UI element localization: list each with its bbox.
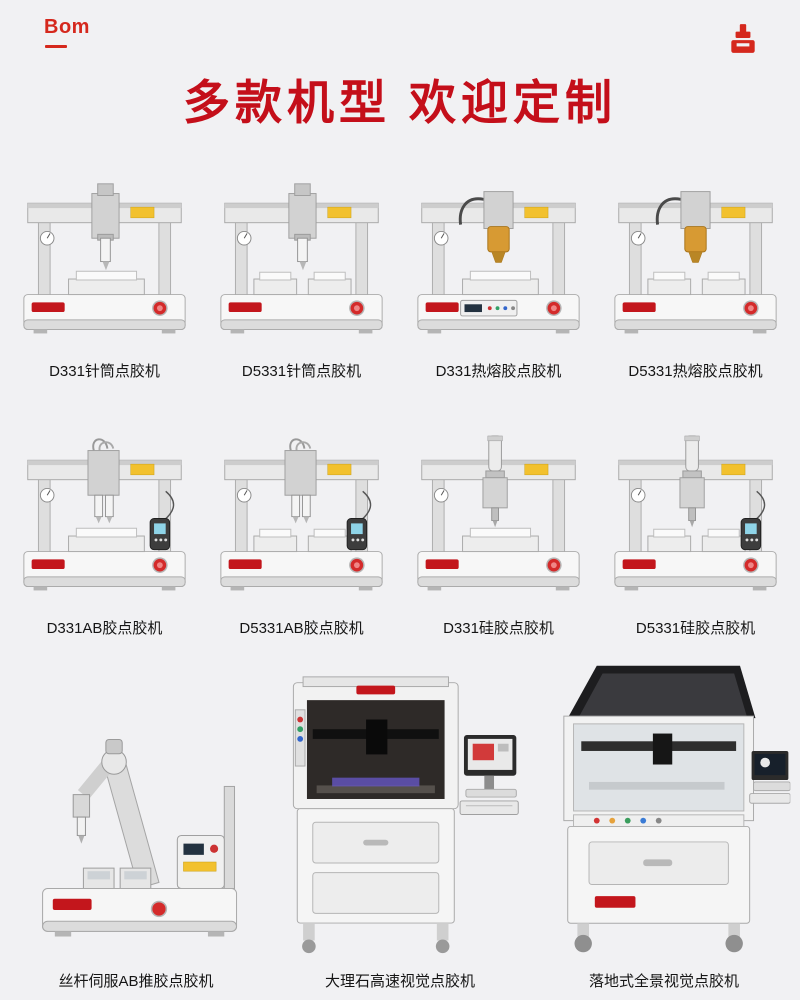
machine-illustration [12, 435, 197, 605]
product-name: 大理石高速视觉点胶机 [324, 973, 475, 990]
machine-illustration [274, 669, 526, 960]
product-card: D331AB胶点胶机 [6, 419, 203, 638]
machine-illustration [24, 715, 249, 960]
product-name: D5331热熔胶点胶机 [628, 363, 763, 380]
product-row-1: D331针筒点胶机 D5331针筒点胶机 D331热熔胶点胶机 [0, 162, 800, 381]
product-card: D331热熔胶点胶机 [400, 162, 597, 381]
product-name: 落地式全景视觉点胶机 [588, 973, 739, 990]
page-title: 多款机型 欢迎定制 [182, 76, 618, 129]
product-image-d5331-silicone [603, 419, 788, 605]
product-card: 大理石高速视觉点胶机 [268, 660, 532, 991]
product-card: D331硅胶点胶机 [400, 419, 597, 638]
product-card: 丝杆伺服AB推胶点胶机 [4, 660, 268, 991]
product-image-d331-hotmelt [406, 162, 591, 348]
product-name: D331热熔胶点胶机 [435, 363, 562, 380]
product-name: D5331针筒点胶机 [241, 363, 362, 380]
machine-illustration [603, 178, 788, 348]
brand-logo: Bom [44, 16, 90, 38]
product-card: 落地式全景视觉点胶机 [532, 660, 796, 991]
product-image-d5331-syringe [209, 162, 394, 348]
product-image-d331-ab [12, 419, 197, 605]
brand-underline [45, 45, 67, 48]
page-header: Bom 多款机型 欢迎定制 [0, 0, 800, 152]
product-image-floor-vision [538, 660, 791, 960]
product-image-d331-syringe [12, 162, 197, 348]
product-name: D331硅胶点胶机 [443, 620, 554, 637]
machine-illustration [406, 178, 591, 348]
product-name: 丝杆伺服AB推胶点胶机 [58, 973, 214, 990]
machine-illustration [406, 435, 591, 605]
product-row-2: D331AB胶点胶机 D5331AB胶点胶机 D331硅胶点胶机 [0, 419, 800, 638]
product-name: D331AB胶点胶机 [46, 620, 163, 637]
product-image-d5331-hotmelt [603, 162, 788, 348]
product-name: D331针筒点胶机 [49, 363, 160, 380]
machine-illustration [12, 178, 197, 348]
product-image-d331-silicone [406, 419, 591, 605]
product-card: D5331硅胶点胶机 [597, 419, 794, 638]
product-image-screw-servo [24, 660, 249, 960]
product-card: D5331热熔胶点胶机 [597, 162, 794, 381]
machine-illustration [603, 435, 788, 605]
product-image-d5331-ab [209, 419, 394, 605]
product-card: D5331AB胶点胶机 [203, 419, 400, 638]
product-name: D5331AB胶点胶机 [239, 620, 364, 637]
product-grid: D331针筒点胶机 D5331针筒点胶机 D331热熔胶点胶机 [0, 162, 800, 991]
machine-illustration [209, 178, 394, 348]
product-image-marble-vision [274, 660, 526, 960]
product-row-3: 丝杆伺服AB推胶点胶机 大理石高速视觉点胶机 落地式全景视觉点胶机 [0, 660, 800, 991]
product-card: D331针筒点胶机 [6, 162, 203, 381]
product-card: D5331针筒点胶机 [203, 162, 400, 381]
product-name: D5331硅胶点胶机 [635, 620, 756, 637]
machine-illustration [538, 660, 791, 960]
machine-stamp-icon [726, 22, 760, 56]
machine-illustration [209, 435, 394, 605]
